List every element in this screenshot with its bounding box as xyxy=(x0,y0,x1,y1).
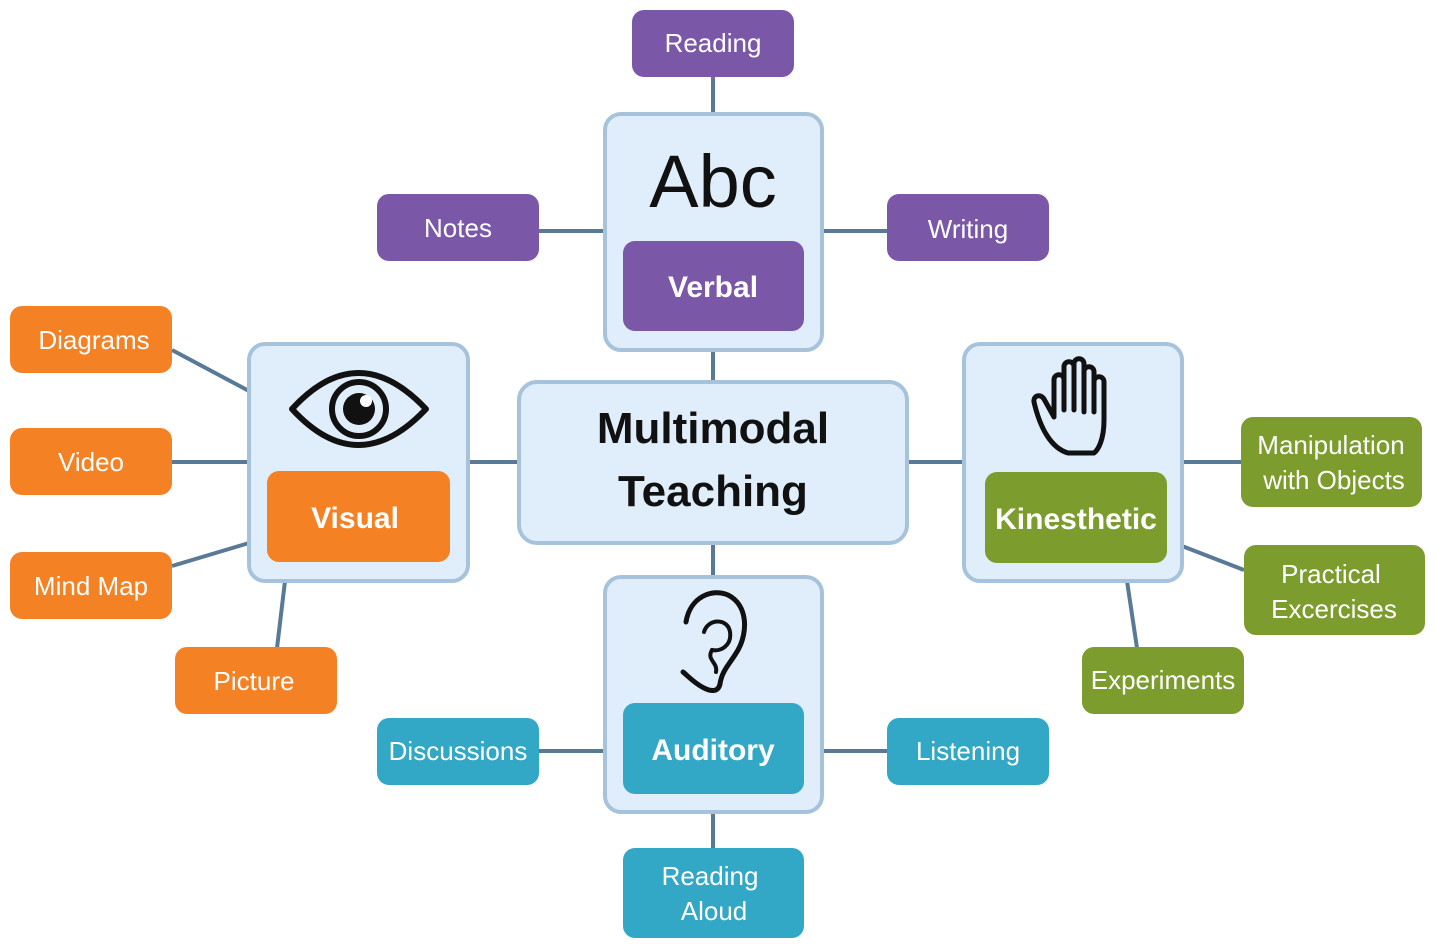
ear-icon xyxy=(680,590,748,693)
verbal-mode: Abc Verbal Reading Notes Writing xyxy=(377,10,1049,352)
reading-label: Reading xyxy=(665,28,762,58)
visual-label: Visual xyxy=(311,502,399,535)
verbal-leaf-writing: Writing xyxy=(887,194,1049,261)
writing-label: Writing xyxy=(928,214,1008,244)
verbal-leaf-notes: Notes xyxy=(377,194,539,261)
practical-label-line1: Practical xyxy=(1281,559,1381,589)
auditory-label: Auditory xyxy=(651,734,775,767)
connector-visual-mindmap xyxy=(171,541,250,568)
visual-leaf-video: Video xyxy=(10,428,172,495)
notes-box xyxy=(377,194,539,261)
kinesthetic-label-box xyxy=(985,472,1167,563)
manipulation-box xyxy=(1241,417,1422,507)
connector-visual-diagrams xyxy=(171,348,250,393)
experiments-label: Experiments xyxy=(1091,665,1236,695)
connector-visual-picture xyxy=(275,580,287,649)
visual-label-box xyxy=(267,471,450,562)
writing-box xyxy=(887,194,1049,261)
center-node: Multimodal Teaching xyxy=(517,380,909,545)
abc-icon: Abc xyxy=(649,140,777,223)
auditory-leaf-discussions: Discussions xyxy=(377,718,539,785)
auditory-mode: Auditory Discussions Listening Reading A… xyxy=(377,575,1049,938)
mind-map-label: Mind Map xyxy=(34,571,148,601)
center-title-line1: Multimodal xyxy=(597,404,829,453)
connector-kinesthetic-experiments xyxy=(1125,580,1139,649)
reading-box xyxy=(632,10,794,77)
visual-leaf-diagrams: Diagrams xyxy=(10,306,172,373)
kinesthetic-mode: Kinesthetic Manipulation with Objects Pr… xyxy=(962,342,1425,714)
visual-mode: Visual Diagrams Video Mind Map Picture xyxy=(10,306,470,714)
kinesthetic-leaf-practical: Practical Excercises xyxy=(1244,545,1425,635)
eye-icon xyxy=(289,370,429,448)
hand-icon xyxy=(1031,356,1107,456)
reading-aloud-label-line1: Reading xyxy=(662,861,759,891)
diagrams-box xyxy=(10,306,172,373)
auditory-leaf-listening: Listening xyxy=(887,718,1049,785)
reading-aloud-box xyxy=(623,848,804,938)
practical-box xyxy=(1244,545,1425,635)
visual-leaf-picture: Picture xyxy=(175,647,337,714)
verbal-label-box xyxy=(623,241,804,331)
manipulation-label-line1: Manipulation xyxy=(1257,430,1404,460)
discussions-label: Discussions xyxy=(389,736,528,766)
experiments-box xyxy=(1082,647,1244,714)
reading-aloud-label-line2: Aloud xyxy=(681,896,748,926)
kinesthetic-leaf-manipulation: Manipulation with Objects xyxy=(1241,417,1422,507)
practical-label-line2: Excercises xyxy=(1271,594,1397,624)
center-title-line2: Teaching xyxy=(618,467,808,516)
verbal-leaf-reading: Reading xyxy=(632,10,794,77)
listening-label: Listening xyxy=(916,736,1020,766)
center-node-box xyxy=(517,380,909,545)
verbal-label: Verbal xyxy=(668,271,758,304)
video-box xyxy=(10,428,172,495)
visual-leaf-mind-map: Mind Map xyxy=(10,552,172,619)
connector-kinesthetic-practical xyxy=(1181,544,1245,572)
diagrams-label: Diagrams xyxy=(38,325,149,355)
notes-label: Notes xyxy=(424,213,492,243)
listening-box xyxy=(887,718,1049,785)
mind-map-box xyxy=(10,552,172,619)
picture-box xyxy=(175,647,337,714)
connectors xyxy=(171,76,1245,848)
manipulation-label-line2: with Objects xyxy=(1262,465,1405,495)
video-label: Video xyxy=(58,447,124,477)
auditory-label-box xyxy=(623,703,804,794)
picture-label: Picture xyxy=(214,666,295,696)
kinesthetic-label: Kinesthetic xyxy=(995,503,1157,536)
auditory-leaf-reading-aloud: Reading Aloud xyxy=(623,848,804,938)
discussions-box xyxy=(377,718,539,785)
kinesthetic-leaf-experiments: Experiments xyxy=(1082,647,1244,714)
